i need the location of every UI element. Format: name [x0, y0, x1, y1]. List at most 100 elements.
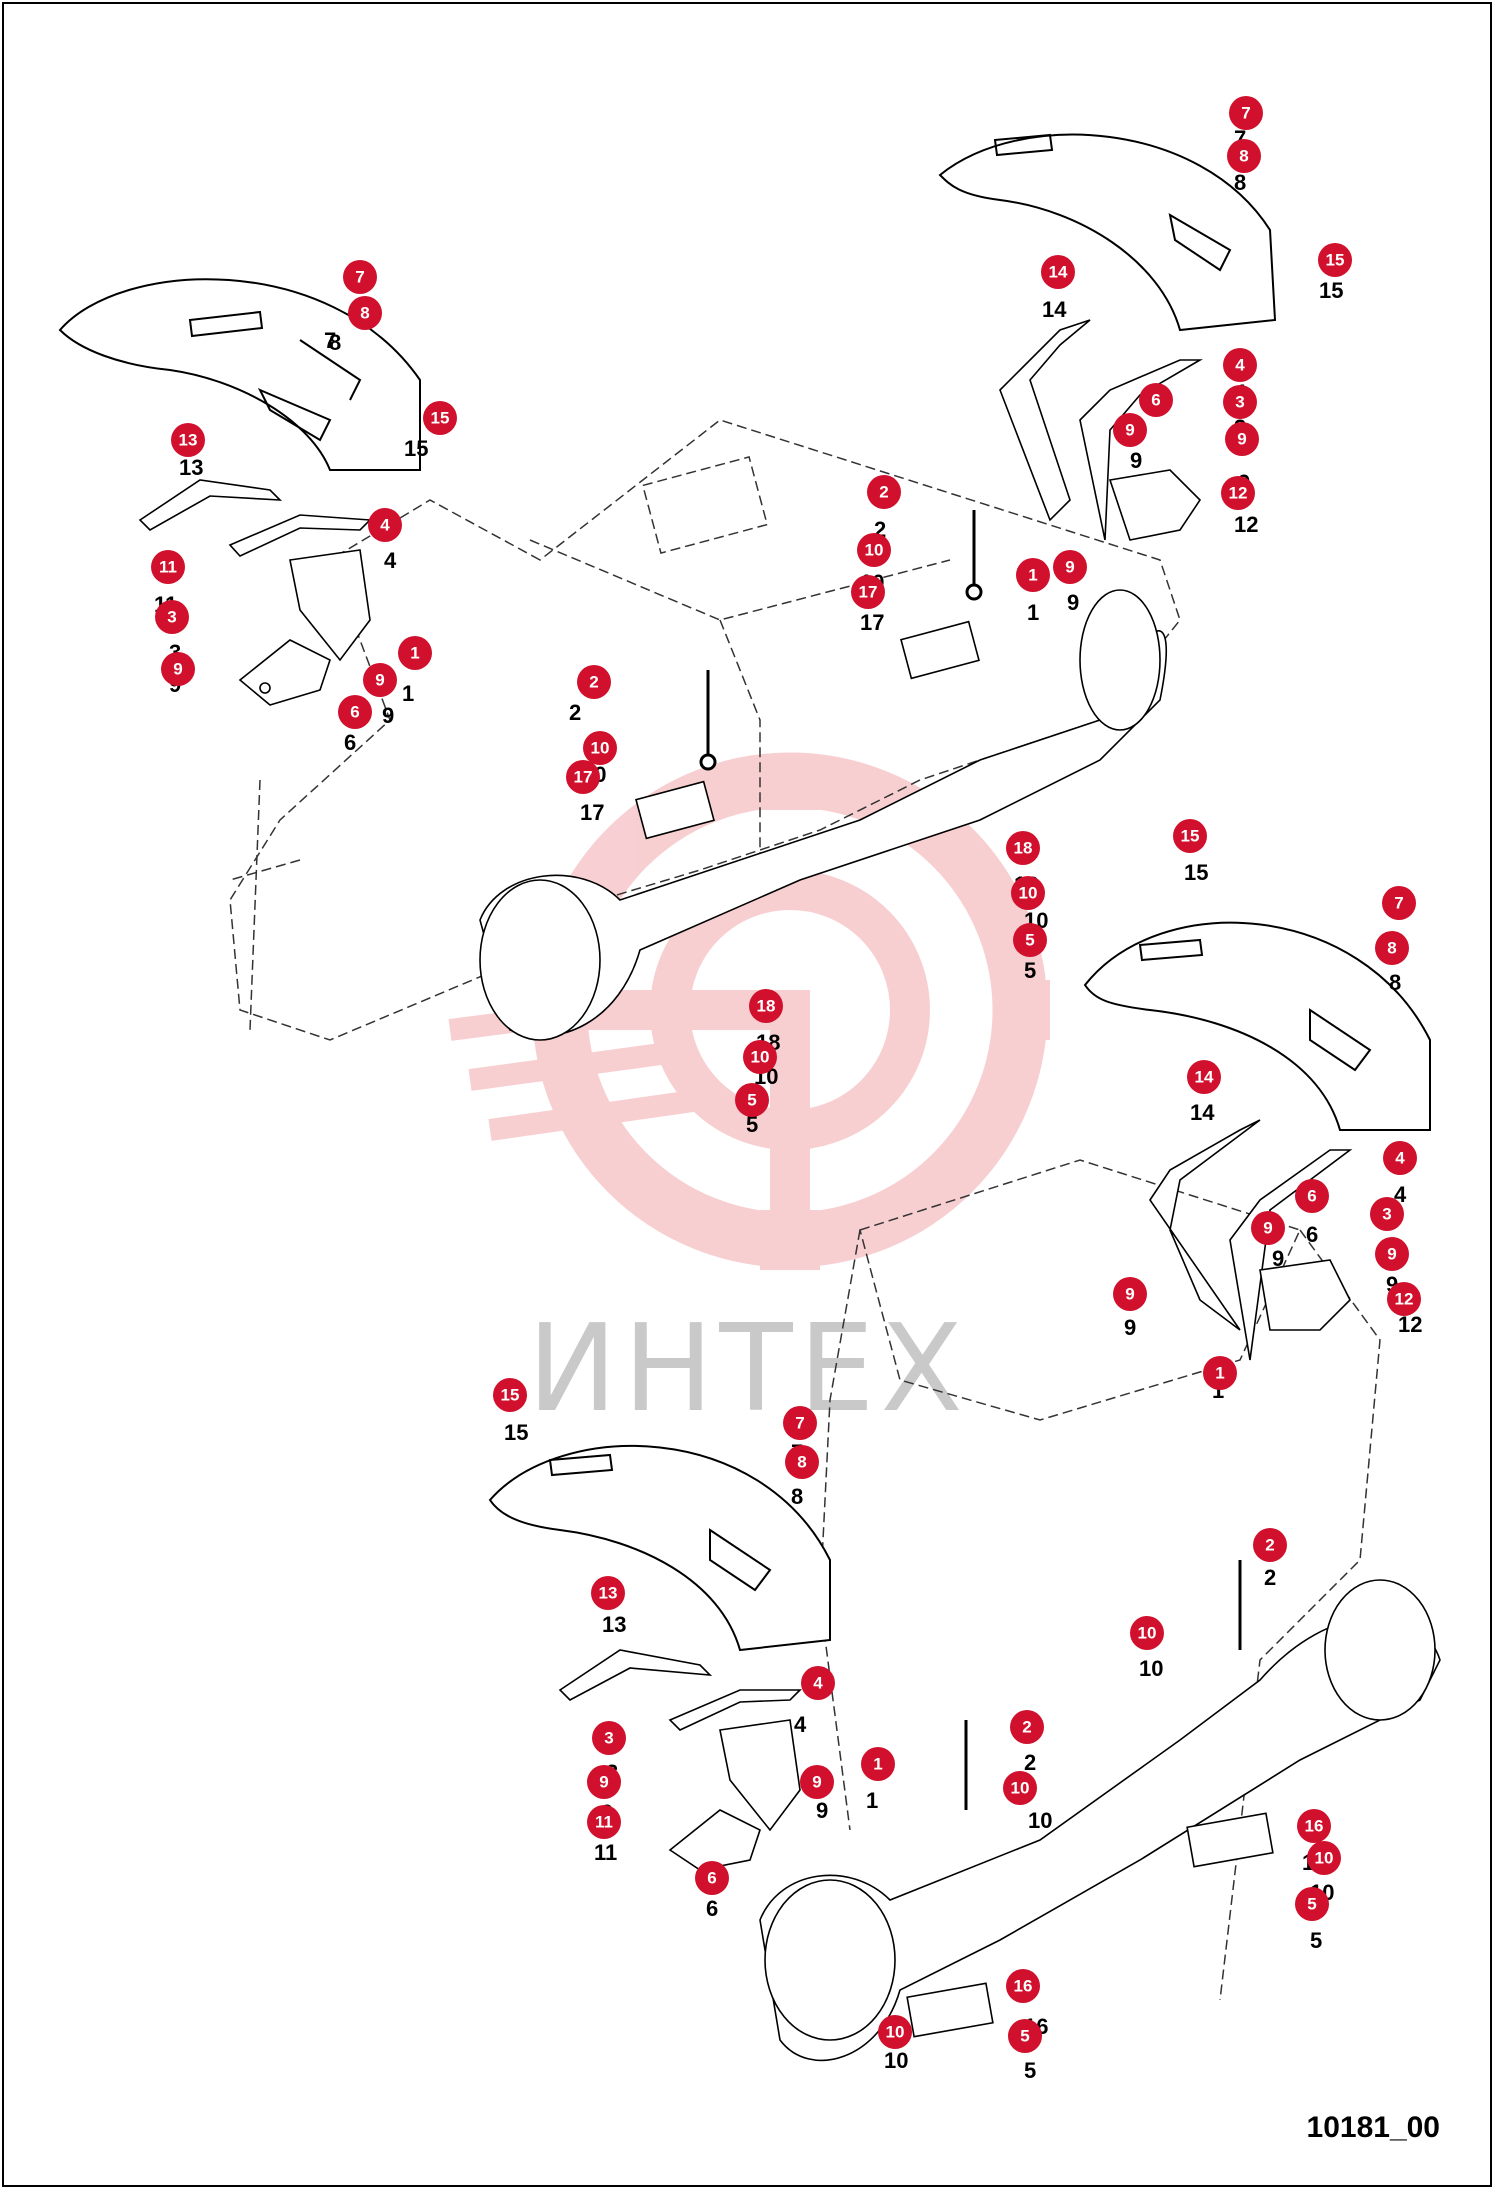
- callout-9: 99: [161, 652, 195, 697]
- callout-badge: [1008, 2019, 1042, 2053]
- callout-5: 55: [1013, 923, 1047, 983]
- callout-badge-number: 15: [1181, 827, 1200, 846]
- callout-badge-number: 9: [599, 1773, 608, 1792]
- callout-badge-number: 8: [360, 304, 369, 323]
- callout-badge: [749, 989, 783, 1023]
- callout-badge: [1375, 931, 1409, 965]
- callout-badge: [1225, 422, 1259, 456]
- callout-badge: [1139, 383, 1173, 417]
- callout-4: 44: [368, 508, 402, 573]
- drawing-code: 10181_00: [1306, 2111, 1440, 2144]
- callout-badge: [343, 260, 377, 294]
- callout-badge: [878, 2015, 912, 2049]
- callout-badge-number: 5: [1020, 2027, 1029, 2046]
- callout-badge-number: 15: [1326, 251, 1345, 270]
- callout-badge-number: 10: [886, 2023, 905, 2042]
- fender-top-left: [58, 278, 421, 471]
- callout-badge: [1006, 831, 1040, 865]
- callout-badge: [1221, 476, 1255, 510]
- callout-badge-number: 13: [599, 1584, 618, 1603]
- callout-badge-number: 9: [1263, 1219, 1272, 1238]
- callout-badge-number: 4: [380, 516, 390, 535]
- callout-badge: [493, 1378, 527, 1412]
- callout-badge-number: 9: [375, 671, 384, 690]
- callout-1: 11: [1016, 558, 1050, 625]
- callout-badge-number: 8: [797, 1453, 806, 1472]
- callout-badge: [1187, 1060, 1221, 1094]
- callout-badge-number: 11: [595, 1813, 613, 1832]
- callout-badge-number: 2: [1022, 1718, 1031, 1737]
- callout-badge: [1016, 558, 1050, 592]
- callout-badge: [867, 475, 901, 509]
- callout-7: 77: [324, 260, 377, 353]
- callout-badge: [785, 1445, 819, 1479]
- callout-badge-number: 8: [1387, 939, 1396, 958]
- callout-badge: [800, 1765, 834, 1799]
- callout-badge: [1382, 886, 1416, 920]
- callout-label: 14: [1042, 297, 1067, 322]
- callout-2: 22: [1253, 1528, 1287, 1590]
- callout-2: 22: [1010, 1710, 1044, 1775]
- callout-badge-number: 17: [859, 583, 878, 602]
- callout-label: 8: [1234, 170, 1246, 195]
- callout-badge: [583, 731, 617, 765]
- fender-bottom-left: [488, 1445, 831, 1652]
- callout-label: 15: [404, 436, 428, 461]
- callout-badge: [783, 1406, 817, 1440]
- callout-badge-number: 10: [591, 739, 610, 758]
- callout-badge: [735, 1083, 769, 1117]
- bracket-top-right: [999, 319, 1203, 541]
- callout-label: 15: [1184, 860, 1208, 885]
- callout-badge: [587, 1765, 621, 1799]
- callout-label: 9: [382, 703, 394, 728]
- callout-label: 6: [1306, 1222, 1318, 1247]
- callout-label: 4: [794, 1712, 807, 1737]
- callout-badge: [861, 1747, 895, 1781]
- callout-badge-number: 2: [589, 673, 598, 692]
- callout-label: 9: [1272, 1246, 1284, 1271]
- callout-label: 13: [179, 455, 203, 480]
- callout-badge: [743, 1040, 777, 1074]
- callout-badge: [368, 508, 402, 542]
- callout-badge-number: 1: [1028, 566, 1037, 585]
- callout-badge: [1370, 1197, 1404, 1231]
- callout-badge-number: 5: [747, 1091, 756, 1110]
- callout-badge: [161, 652, 195, 686]
- callout-badge-number: 14: [1195, 1068, 1214, 1087]
- watermark-text: ИНТЕХ: [527, 1300, 968, 1439]
- callout-6: 66: [338, 695, 372, 755]
- callout-badge: [1013, 923, 1047, 957]
- callout-badge: [1229, 96, 1263, 130]
- callout-badge: [1387, 1282, 1421, 1316]
- callout-badge: [1053, 550, 1087, 584]
- callout-badge: [851, 575, 885, 609]
- callout-badge: [423, 401, 457, 435]
- fender-top-right: [938, 133, 1277, 332]
- callout-badge-number: 4: [813, 1674, 823, 1693]
- callout-badge: [1297, 1809, 1331, 1843]
- callout-badge: [1251, 1211, 1285, 1245]
- callout-badge: [1318, 243, 1352, 277]
- callout-badge-number: 16: [1305, 1817, 1324, 1836]
- callout-label: 9: [1124, 1315, 1136, 1340]
- callout-badge: [155, 600, 189, 634]
- callout-badge: [398, 636, 432, 670]
- bolts: [699, 510, 1242, 1810]
- callout-8: 88: [1375, 931, 1409, 995]
- callout-6: 66: [695, 1861, 729, 1921]
- callout-badge-number: 2: [1265, 1536, 1274, 1555]
- callout-1: 11: [1203, 1356, 1237, 1403]
- callout-8: 88: [1227, 139, 1261, 195]
- callout-label: 1: [402, 681, 414, 706]
- callout-badge-number: 13: [179, 431, 198, 450]
- callout-label: 9: [1067, 590, 1079, 615]
